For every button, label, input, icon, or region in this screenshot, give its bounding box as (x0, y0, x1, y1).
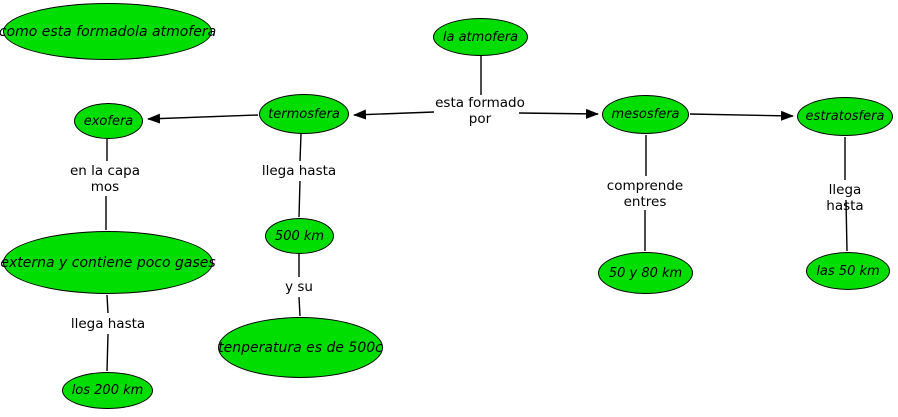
node-la-atmofera[interactable]: la atmofera (433, 18, 528, 56)
connector-estratosfera-down-2 (845, 199, 848, 252)
node-externa-label: externa y contiene poco gases (0, 254, 216, 271)
node-las-50-km-label: las 50 km (816, 263, 880, 279)
node-estratosfera[interactable]: estratosfera (797, 97, 893, 136)
edge-label-llega-hasta-termosfera[interactable]: llega hasta (261, 163, 337, 179)
node-exofera-label: exofera (83, 113, 134, 129)
node-main-question[interactable]: como esta formadola atmofera (0, 3, 216, 60)
node-los-200-km[interactable]: los 200 km (62, 372, 153, 409)
connector-arrow-to-termosfera (353, 109, 435, 120)
node-mesosfera[interactable]: mesosfera (602, 95, 689, 134)
connector-500km-down-2 (298, 296, 301, 317)
node-main-question-label: como esta formadola atmofera (0, 23, 217, 40)
node-tenperatura-label: tenperatura es de 500c (218, 339, 383, 356)
node-los-200-km-label: los 200 km (71, 383, 144, 398)
node-estratosfera-label: estratosfera (805, 109, 885, 124)
edge-label-en-la-capa-mos[interactable]: en la capa mos (69, 163, 141, 195)
node-tenperatura[interactable]: tenperatura es de 500c (218, 317, 383, 378)
connector-termosfera-down-1 (299, 133, 302, 162)
node-externa[interactable]: externa y contiene poco gases (0, 231, 216, 294)
node-500-km[interactable]: 500 km (265, 218, 334, 254)
connector-termosfera-down-2 (298, 180, 301, 218)
node-la-atmofera-label: la atmofera (442, 29, 519, 45)
node-50-y-80-km[interactable]: 50 y 80 km (598, 252, 693, 294)
connector-externa-down-1 (106, 294, 109, 314)
edge-label-comprende-entres[interactable]: comprende entres (606, 178, 684, 210)
edge-label-y-su[interactable]: y su (285, 279, 313, 295)
node-las-50-km[interactable]: las 50 km (806, 252, 890, 290)
node-termosfera-label: termosfera (268, 106, 340, 122)
connector-externa-down-2 (106, 333, 109, 372)
edge-label-llega-hasta-estratosfera[interactable]: llega hasta (826, 182, 864, 214)
node-exofera[interactable]: exofera (74, 103, 143, 139)
node-500-km-label: 500 km (274, 228, 325, 244)
connector-arrow-to-mesosfera (518, 108, 599, 119)
edge-label-llega-hasta-externa[interactable]: llega hasta (70, 316, 146, 332)
connector-arrow-to-estratosfera (689, 110, 794, 121)
node-termosfera[interactable]: termosfera (259, 94, 349, 134)
node-50-y-80-km-label: 50 y 80 km (608, 265, 683, 281)
node-mesosfera-label: mesosfera (611, 107, 680, 122)
edge-label-esta-formado-por[interactable]: esta formado por (435, 95, 525, 127)
connector-arrow-to-exofera (147, 113, 259, 124)
